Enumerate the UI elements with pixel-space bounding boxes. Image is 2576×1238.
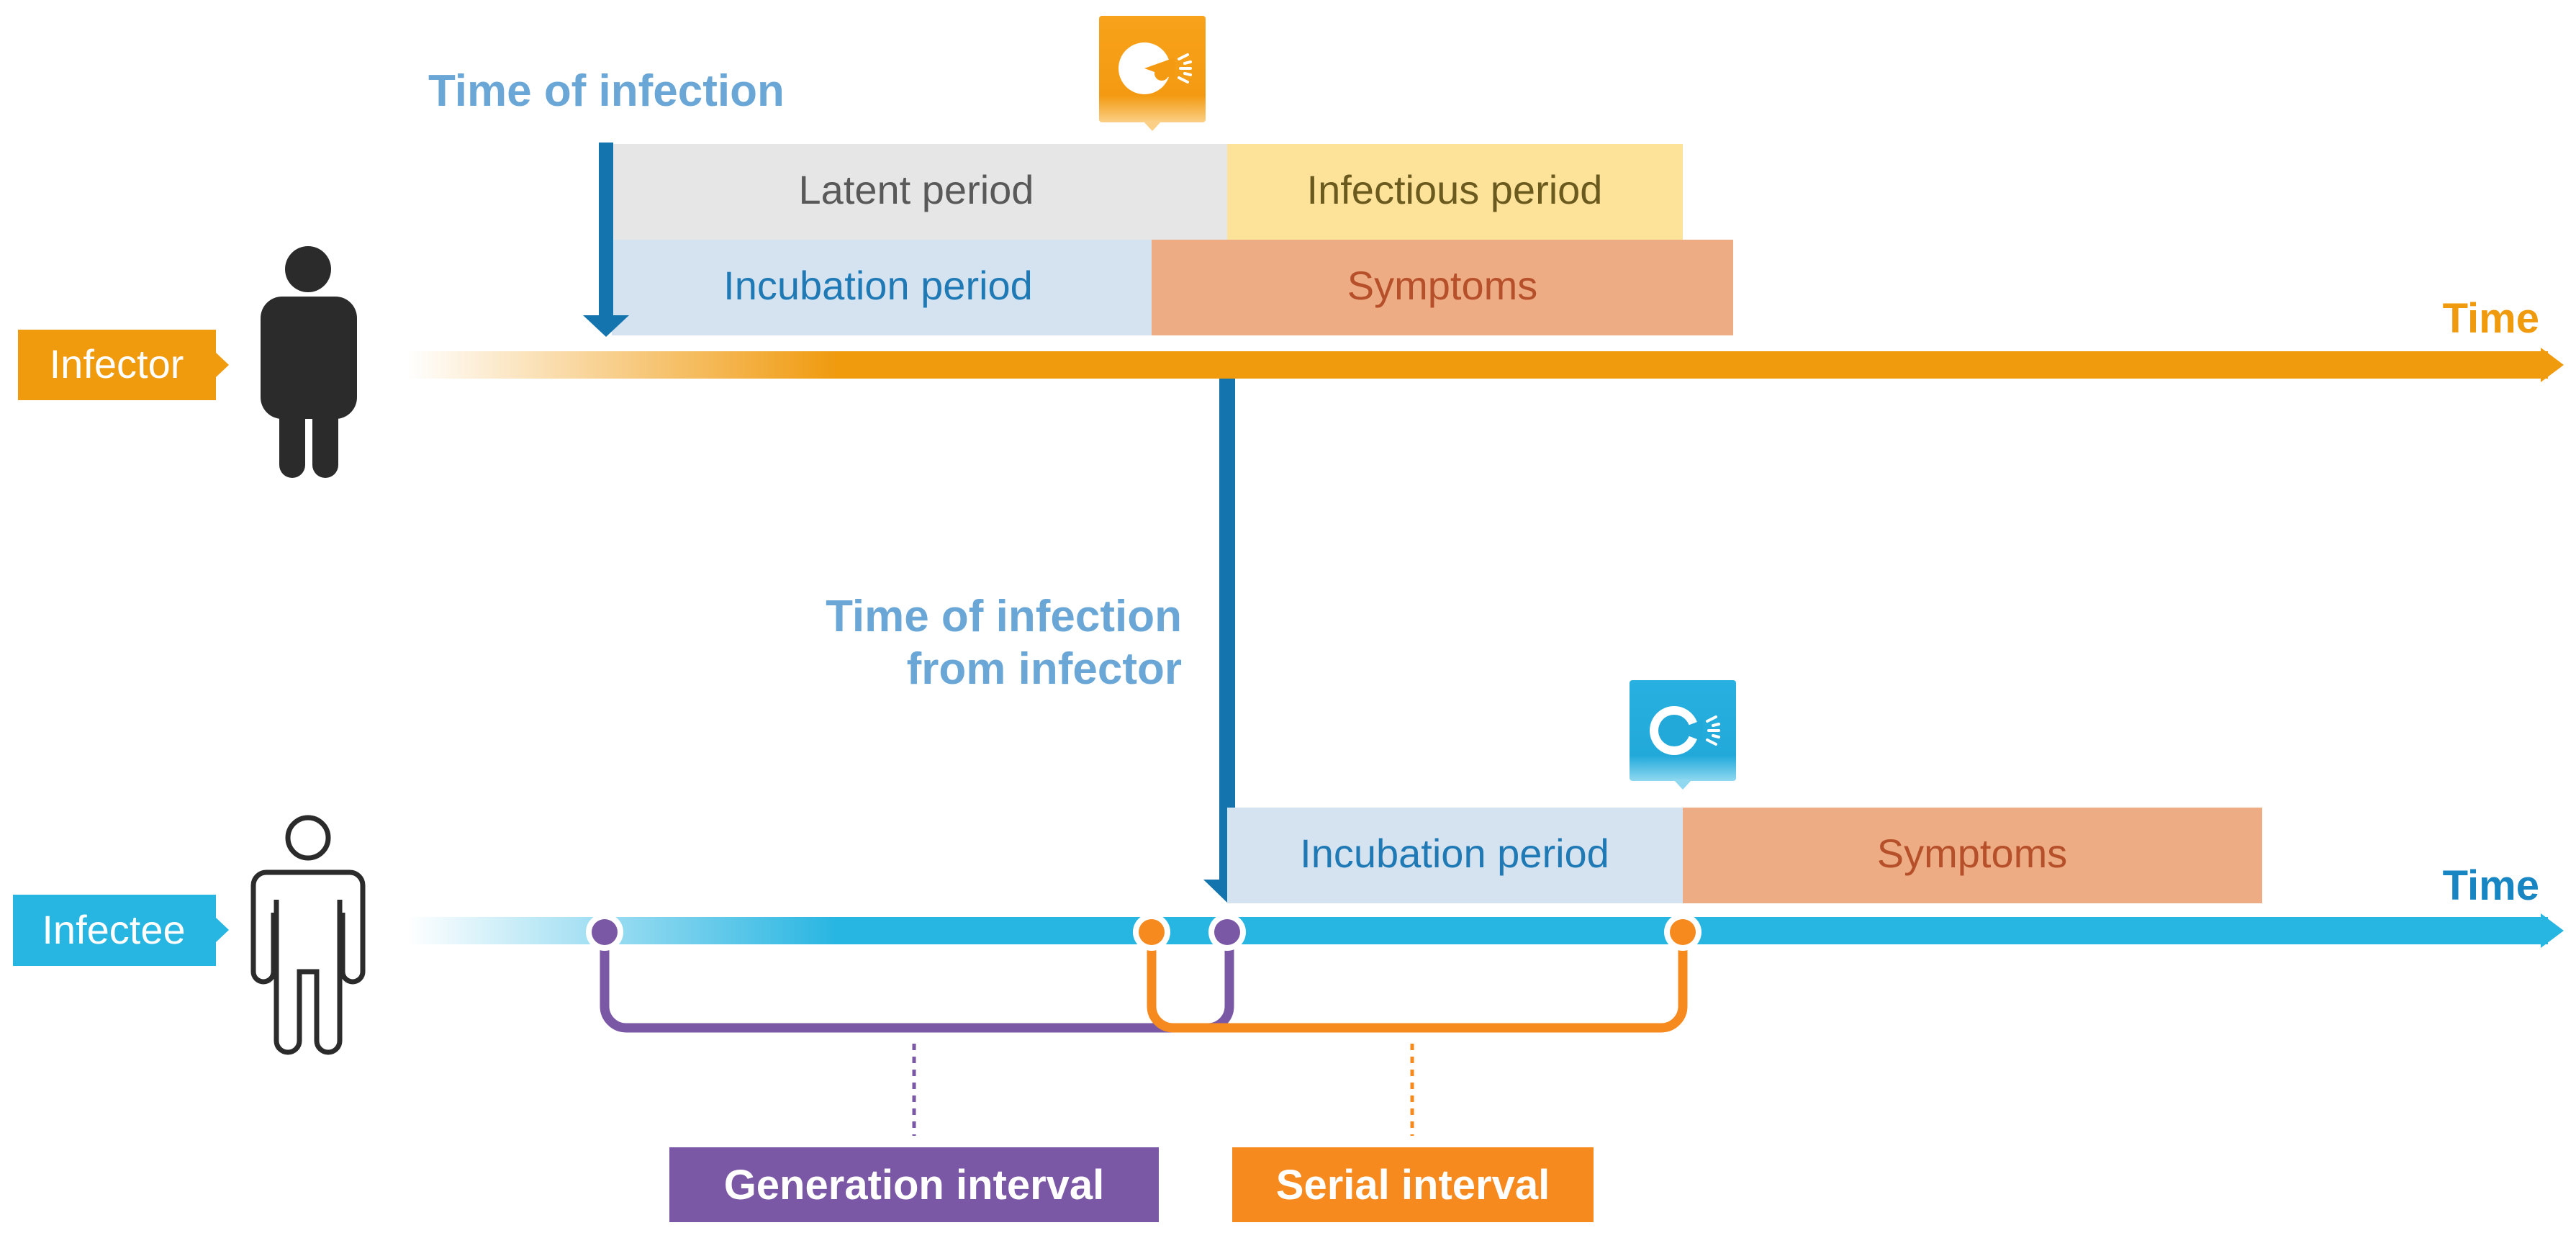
- cough-icon: [1099, 16, 1206, 131]
- event-markers: [586, 913, 1701, 951]
- infector-tag: Infector: [18, 330, 229, 400]
- infection-arrow: [583, 143, 629, 337]
- transmission-label-line2: from infector: [907, 644, 1182, 694]
- infectee-label: Infectee: [42, 907, 185, 952]
- infectee-symptoms-bar: [1683, 808, 2262, 903]
- infectee-time-label: Time: [2443, 862, 2539, 909]
- serial-interval-bracket: [1147, 933, 1688, 1033]
- infector-symptoms-bar: [1152, 240, 1733, 335]
- infector-periods: Latent period Infectious period Incubati…: [612, 144, 1733, 335]
- latent-period-bar: [612, 144, 1227, 240]
- infector-incubation-label: Incubation period: [723, 263, 1033, 308]
- transmission-label-line1: Time of infection: [826, 592, 1182, 641]
- infector-time-label: Time: [2443, 295, 2539, 342]
- infector-time-axis: Time: [407, 295, 2564, 382]
- infector-symptoms-label: Symptoms: [1347, 263, 1538, 308]
- generation-interval-bracket: [600, 933, 1234, 1033]
- infectious-period-label: Infectious period: [1307, 167, 1603, 212]
- infector-incubation-bar: [612, 240, 1152, 335]
- infectious-period-bar: [1227, 144, 1683, 240]
- latent-period-label: Latent period: [799, 167, 1034, 212]
- infector-label: Infector: [50, 341, 184, 387]
- cough-icon: [1630, 680, 1736, 790]
- generation-interval-label: Generation interval: [724, 1162, 1105, 1208]
- infectee-periods: Incubation period Symptoms: [1227, 808, 2262, 903]
- infectee-tag: Infectee: [13, 895, 229, 966]
- generation-interval-box: Generation interval: [669, 1147, 1159, 1222]
- person-filled-icon: [261, 246, 357, 478]
- infectee-incubation-label: Incubation period: [1300, 831, 1609, 876]
- infectee-incubation-bar: [1227, 808, 1683, 903]
- infectee-symptoms-label: Symptoms: [1877, 831, 2068, 876]
- time-of-infection-label: Time of infection: [428, 66, 785, 116]
- person-outline-icon: [250, 815, 366, 1055]
- serial-interval-label: Serial interval: [1276, 1162, 1550, 1208]
- serial-interval-box: Serial interval: [1232, 1147, 1594, 1222]
